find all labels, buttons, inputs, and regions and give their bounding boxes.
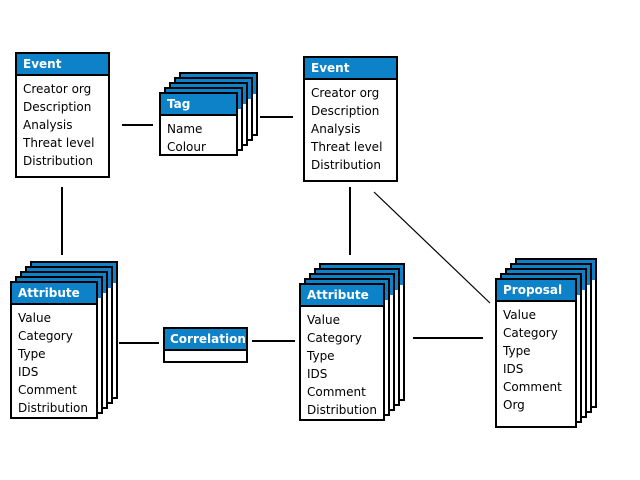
field-description: Description xyxy=(23,100,92,114)
field-category: Category xyxy=(307,331,362,345)
field-value: Value xyxy=(307,313,340,327)
field-distribution: Distribution xyxy=(307,403,378,417)
entity-correlation-title: Correlation xyxy=(165,329,246,351)
field-name: Name xyxy=(167,122,203,136)
entity-proposal-stack: Proposal Value Category Type IDS Comment… xyxy=(495,258,599,430)
connector-attribute-left-correlation xyxy=(119,342,159,344)
connector-event-left-tag xyxy=(122,124,153,126)
field-comment: Comment xyxy=(307,385,366,399)
entity-attribute-mid-fields: Value Category Type IDS Comment Distribu… xyxy=(301,307,383,419)
field-distribution: Distribution xyxy=(23,154,94,168)
entity-proposal: Proposal Value Category Type IDS Comment… xyxy=(495,278,577,428)
connector-correlation-attribute-mid xyxy=(252,340,295,342)
entity-event-right-fields: Creator org Description Analysis Threat … xyxy=(305,80,396,174)
entity-event-left-fields: Creator org Description Analysis Threat … xyxy=(17,76,108,170)
field-description: Description xyxy=(311,104,380,118)
entity-attribute-left-stack: Attribute Value Category Type IDS Commen… xyxy=(10,261,120,421)
field-value: Value xyxy=(503,308,536,322)
entity-tag-stack: Tag Name Colour xyxy=(159,72,260,158)
field-creator-org: Creator org xyxy=(311,86,380,100)
entity-tag: Tag Name Colour xyxy=(159,92,238,156)
connector-event-right-attribute-mid xyxy=(349,187,351,255)
entity-attribute-left-title: Attribute xyxy=(12,283,96,305)
entity-attribute-left: Attribute Value Category Type IDS Commen… xyxy=(10,281,98,419)
entity-attribute-left-fields: Value Category Type IDS Comment Distribu… xyxy=(12,305,96,417)
field-colour: Colour xyxy=(167,140,206,154)
field-comment: Comment xyxy=(18,383,77,397)
entity-proposal-title: Proposal xyxy=(497,280,575,302)
entity-attribute-mid-title: Attribute xyxy=(301,285,383,307)
entity-event-right-title: Event xyxy=(305,58,396,80)
entity-event-left-title: Event xyxy=(17,54,108,76)
entity-tag-title: Tag xyxy=(161,94,236,116)
field-distribution: Distribution xyxy=(311,158,382,172)
connector-tag-event-right xyxy=(260,116,293,118)
entity-attribute-mid-stack: Attribute Value Category Type IDS Commen… xyxy=(299,263,407,423)
entity-event-right: Event Creator org Description Analysis T… xyxy=(303,56,398,182)
field-ids: IDS xyxy=(307,367,328,381)
connector-event-left-attribute-left xyxy=(61,187,63,255)
field-creator-org: Creator org xyxy=(23,82,92,96)
field-type: Type xyxy=(307,349,335,363)
field-threat-level: Threat level xyxy=(311,140,383,154)
field-type: Type xyxy=(18,347,46,361)
field-distribution: Distribution xyxy=(18,401,89,415)
connector-attribute-mid-proposal xyxy=(413,337,483,339)
field-category: Category xyxy=(18,329,73,343)
entity-event-left: Event Creator org Description Analysis T… xyxy=(15,52,110,178)
field-category: Category xyxy=(503,326,558,340)
entity-tag-fields: Name Colour xyxy=(161,116,236,156)
field-analysis: Analysis xyxy=(23,118,73,132)
field-threat-level: Threat level xyxy=(23,136,95,150)
field-comment: Comment xyxy=(503,380,562,394)
field-value: Value xyxy=(18,311,51,325)
field-ids: IDS xyxy=(18,365,39,379)
entity-attribute-mid: Attribute Value Category Type IDS Commen… xyxy=(299,283,385,421)
field-ids: IDS xyxy=(503,362,524,376)
entity-correlation: Correlation xyxy=(163,327,248,363)
field-type: Type xyxy=(503,344,531,358)
field-org: Org xyxy=(503,398,525,412)
field-analysis: Analysis xyxy=(311,122,361,136)
entity-proposal-fields: Value Category Type IDS Comment Org xyxy=(497,302,575,414)
entity-correlation-body xyxy=(165,351,246,361)
